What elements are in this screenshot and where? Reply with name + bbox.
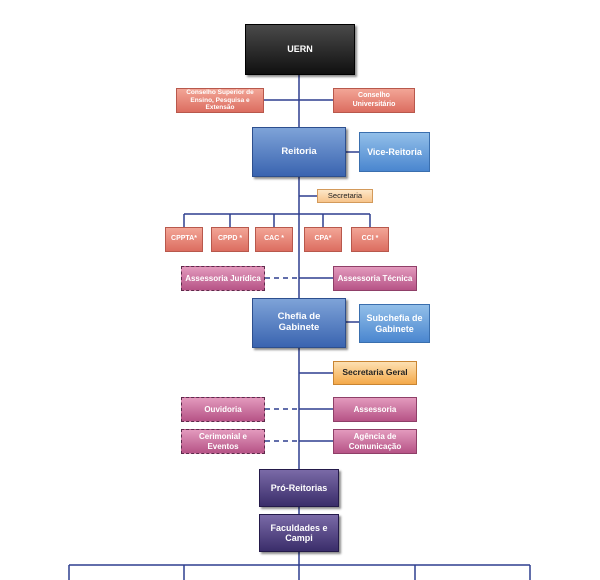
cppta-box[interactable]: CPPTA* xyxy=(165,227,203,252)
cci-box[interactable]: CCI * xyxy=(351,227,389,252)
reitoria-box[interactable]: Reitoria xyxy=(252,127,346,177)
cac-box[interactable]: CAC * xyxy=(255,227,293,252)
assessoria-juridica-box[interactable]: Assessoria Jurídica xyxy=(181,266,265,291)
conselho-superior-box[interactable]: Conselho Superior de Ensino, Pesquisa e … xyxy=(176,88,264,113)
vice-reitoria-box[interactable]: Vice-Reitoria xyxy=(359,132,430,172)
uern-box[interactable]: UERN xyxy=(245,24,355,75)
secretaria-geral-box[interactable]: Secretaria Geral xyxy=(333,361,417,385)
secretaria-box[interactable]: Secretaria xyxy=(317,189,373,203)
faculdades-campi-box[interactable]: Faculdades e Campi xyxy=(259,514,339,552)
cppd-box[interactable]: CPPD * xyxy=(211,227,249,252)
ouvidoria-box[interactable]: Ouvidoria xyxy=(181,397,265,422)
cerimonial-eventos-box[interactable]: Cerimonial e Eventos xyxy=(181,429,265,454)
chefia-gabinete-box[interactable]: Chefia de Gabinete xyxy=(252,298,346,348)
agencia-comunicacao-box[interactable]: Agência de Comunicação xyxy=(333,429,417,454)
conselho-universitario-box[interactable]: Conselho Universitário xyxy=(333,88,415,113)
pro-reitorias-box[interactable]: Pró-Reitorias xyxy=(259,469,339,507)
assessoria-tecnica-box[interactable]: Assessoria Técnica xyxy=(333,266,417,291)
cpa-box[interactable]: CPA* xyxy=(304,227,342,252)
subchefia-gabinete-box[interactable]: Subchefia de Gabinete xyxy=(359,304,430,343)
assessoria-box[interactable]: Assessoria xyxy=(333,397,417,422)
